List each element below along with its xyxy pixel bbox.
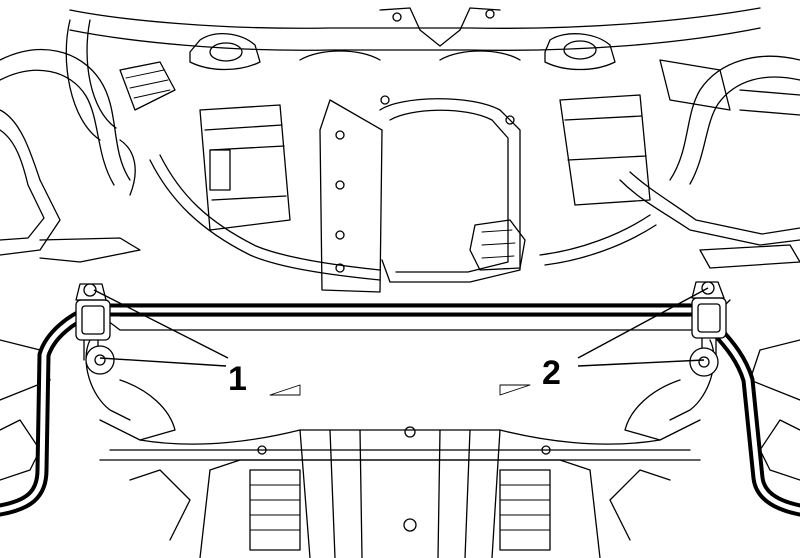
callout-label-2: 2 bbox=[542, 354, 561, 392]
right-hoses bbox=[539, 55, 800, 269]
right-bushing-bracket bbox=[689, 281, 727, 377]
callout-label-1: 1 bbox=[228, 360, 247, 398]
callout-leaders bbox=[93, 287, 709, 367]
lower-drivetrain bbox=[199, 426, 601, 558]
left-bushing-bracket bbox=[75, 283, 115, 375]
center-housing bbox=[199, 94, 651, 293]
upper-crossmember bbox=[69, 7, 761, 71]
